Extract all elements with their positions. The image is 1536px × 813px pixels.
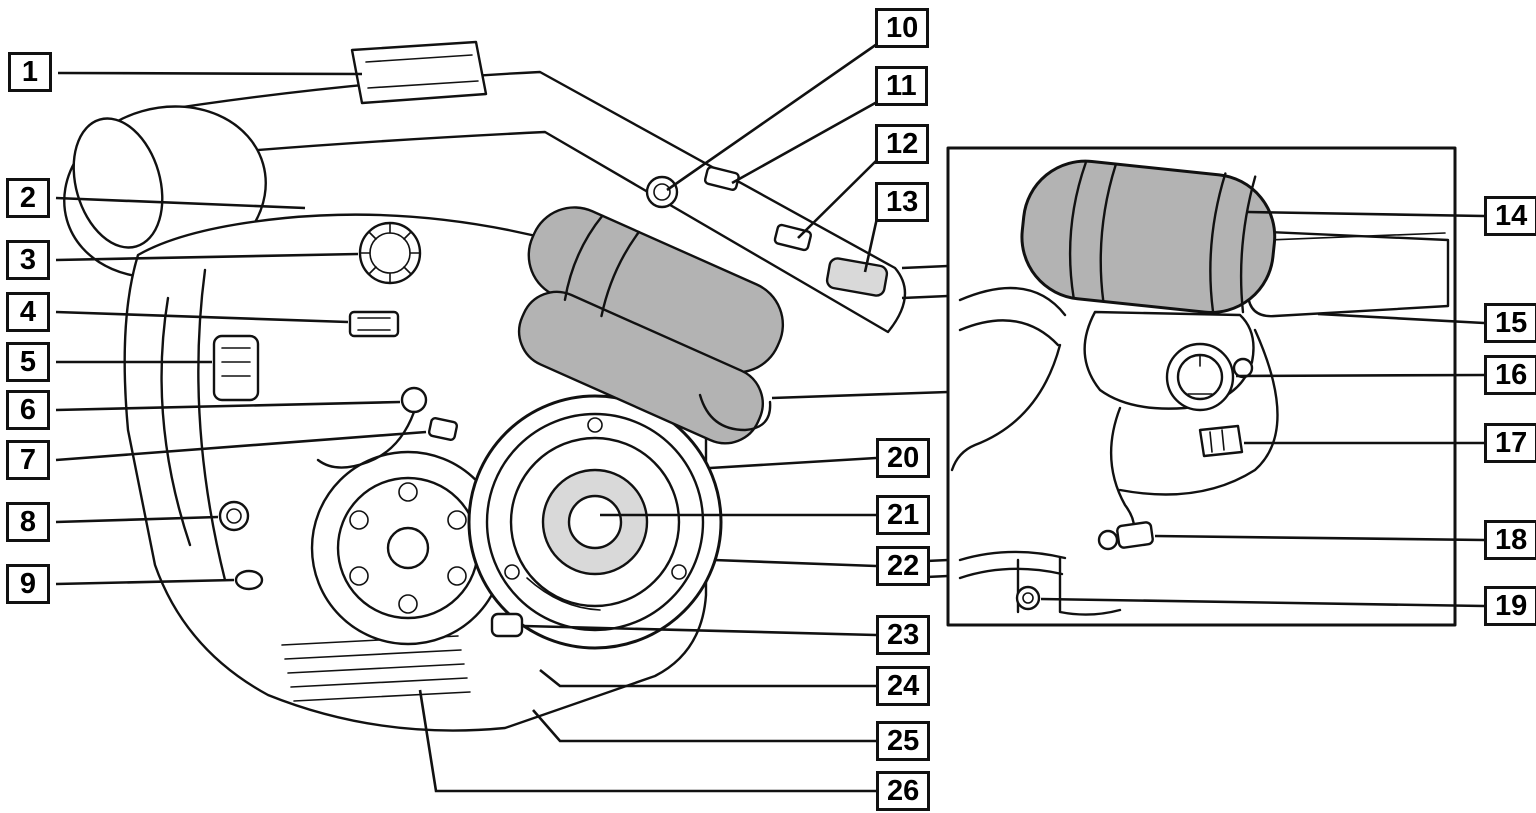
inset-handle-shape: [1244, 230, 1450, 318]
callout-box-4: 4: [6, 292, 50, 332]
inset-cable-clamp-shape: [1097, 406, 1154, 551]
callout-box-7: 7: [6, 440, 50, 480]
callout-box-5: 5: [6, 342, 50, 382]
grip-curves: [160, 268, 227, 582]
callout-box-21: 21: [876, 495, 931, 535]
small-shoe-shape: [348, 310, 400, 338]
handle-controls-shape: [645, 166, 889, 297]
dial-knob-shape: [358, 221, 422, 285]
inset-detail-drawing: [946, 146, 1457, 627]
side-buttons-shape: [218, 500, 264, 591]
inset-screw-shape: [1015, 585, 1041, 611]
callout-box-15: 15: [1484, 303, 1536, 343]
callout-box-9: 9: [6, 564, 50, 604]
callout-box-20: 20: [876, 438, 931, 478]
inset-connector-shape: [1165, 342, 1254, 412]
callout-box-12: 12: [875, 124, 930, 164]
inset-clip-shape: [1198, 424, 1244, 458]
callout-box-25: 25: [876, 721, 931, 761]
jack-cable-shape: [316, 386, 459, 469]
zoom-link-lines: [771, 264, 949, 580]
terminal-cover-shape: [212, 334, 260, 402]
callout-box-26: 26: [876, 771, 931, 811]
vent-grille-shape: [281, 635, 471, 702]
callout-box-16: 16: [1484, 355, 1536, 395]
callout-box-17: 17: [1484, 423, 1536, 463]
callout-box-13: 13: [875, 182, 930, 222]
callout-box-2: 2: [6, 178, 50, 218]
microphone-shape: [517, 206, 785, 445]
callout-box-24: 24: [876, 666, 931, 706]
callout-box-8: 8: [6, 502, 50, 542]
callout-box-23: 23: [876, 615, 931, 655]
lens-release-button-shape: [490, 612, 524, 638]
callout-box-19: 19: [1484, 586, 1536, 626]
leader-lines: [55, 42, 1485, 793]
callout-box-6: 6: [6, 390, 50, 430]
callout-box-18: 18: [1484, 520, 1536, 560]
callout-box-11: 11: [875, 66, 928, 106]
callout-box-22: 22: [876, 546, 931, 586]
callout-box-1: 1: [8, 52, 52, 92]
callout-box-10: 10: [875, 8, 930, 48]
main-camera-drawing: [63, 40, 907, 732]
callout-box-14: 14: [1484, 196, 1536, 236]
side-plate-shape: [310, 450, 506, 646]
lens-mount-shape: [467, 394, 723, 650]
callout-box-3: 3: [6, 240, 50, 280]
accessory-shoe-shape: [350, 40, 488, 105]
